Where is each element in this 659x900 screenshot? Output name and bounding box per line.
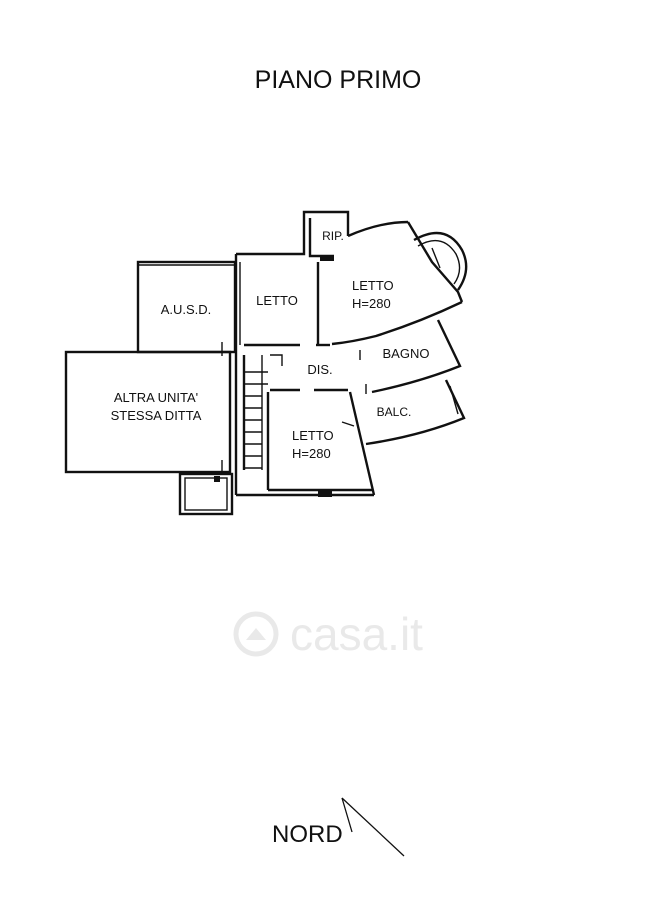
north-arrow-icon	[341, 797, 405, 857]
interior-walls	[242, 218, 441, 497]
room-letto-ne-label-2: H=280	[352, 296, 391, 311]
room-bagno-label: BAGNO	[383, 346, 430, 361]
room-dis-label: DIS.	[307, 362, 332, 377]
room-altra-unita: ALTRA UNITA' STESSA DITTA	[64, 342, 232, 474]
main-unit-walls	[234, 210, 466, 497]
room-altra-label-1: ALTRA UNITA'	[114, 390, 198, 405]
room-letto-ne-label-1: LETTO	[352, 278, 394, 293]
room-letto-small-label: LETTO	[256, 293, 298, 308]
bay-window	[413, 231, 468, 291]
stair-treads	[244, 354, 283, 469]
room-letto-s-label-2: H=280	[292, 446, 331, 461]
watermark-house-icon	[246, 628, 266, 640]
room-ausd-label: A.U.S.D.	[161, 302, 212, 317]
room-ausd: A.U.S.D.	[136, 260, 237, 354]
room-letto-s-label-1: LETTO	[292, 428, 334, 443]
watermark: casa.it	[233, 608, 423, 660]
watermark-text: casa.it	[290, 608, 423, 660]
north-arrow-tail-icon	[341, 797, 353, 833]
room-balc-label: BALC.	[377, 405, 412, 419]
watermark-logo-icon	[233, 611, 279, 657]
room-appendix	[178, 472, 234, 516]
north-label: NORD	[272, 821, 343, 848]
room-rip-label: RIP.	[322, 229, 344, 243]
north-indicator: NORD	[272, 797, 405, 857]
plan-title: PIANO PRIMO	[255, 66, 422, 94]
room-altra-label-2: STESSA DITTA	[111, 408, 202, 423]
